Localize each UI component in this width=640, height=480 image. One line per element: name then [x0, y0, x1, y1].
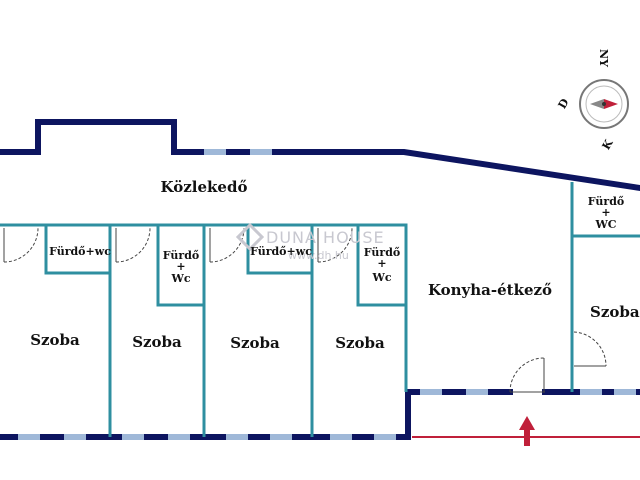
- compass-center: [602, 102, 606, 106]
- kitchen-dining-label: Konyha-étkező: [428, 281, 552, 299]
- room-1-label: Szoba: [30, 331, 80, 349]
- window: [122, 434, 144, 440]
- inner-walls: [0, 182, 640, 437]
- compass-north-label: NY: [597, 49, 610, 67]
- window: [204, 149, 226, 155]
- window: [420, 389, 442, 395]
- watermark-logo-icon: [235, 222, 265, 252]
- window: [168, 434, 190, 440]
- bathroom-4-walls: [356, 223, 408, 307]
- room-labels: Közlekedő Fürdő+wc Fürdő+wc Fürdő + Wc F…: [30, 178, 640, 352]
- bathroom-5-label-line1: Fürdő: [588, 195, 624, 208]
- watermark-url: www.dh.hu: [288, 249, 349, 262]
- door-swing: [573, 331, 607, 367]
- window: [226, 434, 248, 440]
- bathroom-2-walls: [156, 223, 206, 307]
- corridor-label: Közlekedő: [161, 178, 248, 196]
- window: [18, 434, 40, 440]
- bathroom-4-label-line3: Wc: [371, 271, 391, 284]
- window: [614, 389, 636, 395]
- bathroom-5-label-line2: +: [601, 206, 610, 219]
- bathroom-2-label-line3: Wc: [170, 272, 190, 285]
- door-swing: [209, 227, 245, 263]
- watermark: DUNA HOUSE www.dh.hu: [235, 222, 385, 262]
- entrance-door-swing: [509, 357, 545, 393]
- compass-south-label: D: [556, 96, 572, 111]
- watermark-brand: DUNA HOUSE: [266, 228, 385, 247]
- door-swing: [3, 227, 39, 263]
- bathroom-1-walls: [44, 223, 112, 275]
- outer-wall-top: [0, 119, 640, 192]
- window: [270, 434, 292, 440]
- entrance-arrow-icon: [519, 416, 535, 446]
- bathroom-4-label-line2: +: [377, 257, 386, 270]
- windows-top: [204, 149, 272, 155]
- windows-bottom: [18, 434, 396, 440]
- compass-inner-ring: [585, 85, 623, 123]
- bathroom-2-label-line1: Fürdő: [163, 249, 199, 262]
- compass-needle-west: [590, 99, 604, 109]
- entrance-approach: [412, 416, 640, 446]
- window: [250, 149, 272, 155]
- bathroom-5-label-line3: WC: [594, 218, 616, 231]
- window: [580, 389, 602, 395]
- doors: [3, 227, 607, 393]
- bathroom-3-label: Fürdő+wc: [250, 245, 312, 258]
- window: [466, 389, 488, 395]
- bathroom-4-label-line1: Fürdő: [364, 246, 400, 259]
- window: [64, 434, 86, 440]
- room-4-label: Szoba: [335, 334, 385, 352]
- door-swing: [317, 227, 353, 263]
- window: [330, 434, 352, 440]
- compass-east-label: K: [600, 137, 616, 152]
- room-3-label: Szoba: [230, 334, 280, 352]
- compass-needle-east: [604, 99, 618, 109]
- compass: NY D K: [556, 49, 629, 152]
- room-5-label: Szoba: [590, 303, 640, 321]
- room-2-label: Szoba: [132, 333, 182, 351]
- window: [374, 434, 396, 440]
- door-swing: [115, 227, 151, 263]
- windows-front: [420, 389, 636, 395]
- bathroom-1-label: Fürdő+wc: [49, 245, 111, 258]
- bathroom-2-label-line2: +: [176, 260, 185, 273]
